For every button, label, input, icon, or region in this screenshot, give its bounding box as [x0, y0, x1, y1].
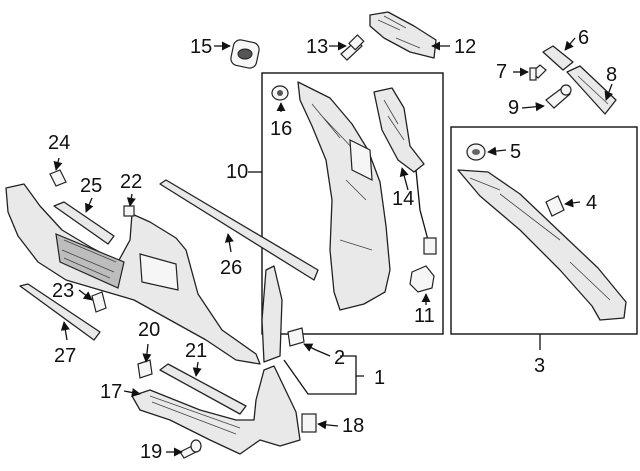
- callout-6: 6: [578, 27, 589, 49]
- callouts: 1 2 3 4 5 6 7 8 9 10 11 12 13 14 15 16 1…: [48, 27, 617, 463]
- callout-19: 19: [140, 441, 162, 463]
- callout-4: 4: [586, 192, 597, 214]
- part-20-clip: [137, 359, 153, 379]
- callout-5: 5: [510, 141, 521, 163]
- part-11-clip: [409, 265, 435, 293]
- callout-18: 18: [342, 415, 364, 437]
- group-box-3: [450, 126, 638, 335]
- callout-15: 15: [190, 36, 212, 58]
- callout-11: 11: [414, 305, 435, 327]
- part-14-seat-belt: [373, 87, 437, 255]
- part-25-trim-strip: [53, 201, 115, 245]
- part-22-clip: [123, 205, 135, 217]
- part-16-clip: [271, 85, 289, 101]
- callout-24: 24: [48, 132, 70, 154]
- part-10-pillar-trim: [297, 81, 391, 311]
- callout-7: 7: [496, 61, 507, 83]
- part-sill-pillar: [131, 265, 301, 455]
- part-9-bolt: [545, 84, 572, 109]
- callout-26: 26: [220, 257, 242, 279]
- callout-9: 9: [508, 97, 519, 119]
- callout-22: 22: [120, 171, 142, 193]
- part-21-trim-strip: [159, 363, 247, 415]
- callout-17: 17: [100, 381, 122, 403]
- callout-10: 10: [226, 161, 248, 183]
- callout-21: 21: [185, 340, 207, 362]
- callout-2: 2: [334, 347, 345, 369]
- part-19-screw: [179, 439, 202, 459]
- callout-13: 13: [306, 36, 328, 58]
- callout-8: 8: [606, 64, 617, 86]
- callout-12: 12: [454, 36, 476, 58]
- part-23-clip: [91, 291, 107, 313]
- part-3-pillar-trim: [457, 169, 627, 321]
- part-kick-panel: [5, 183, 261, 365]
- callout-27: 27: [54, 345, 76, 367]
- callout-14: 14: [392, 188, 414, 210]
- part-15-grommet: [230, 39, 260, 69]
- part-13-push-pin: [340, 34, 365, 61]
- callout-25: 25: [80, 175, 102, 197]
- part-18-clip: [301, 413, 317, 433]
- callout-23: 23: [52, 280, 74, 302]
- group-box-10: [261, 72, 444, 335]
- part-7-screw: [529, 64, 547, 81]
- part-24-clip: [49, 169, 67, 187]
- part-26-strip: [159, 179, 319, 281]
- part-12-handle-trim: [369, 11, 437, 59]
- callout-20: 20: [138, 319, 160, 341]
- callout-3: 3: [534, 355, 545, 377]
- part-8-bracket: [566, 65, 617, 115]
- leader-lines: [53, 37, 614, 457]
- callout-1: 1: [374, 367, 385, 389]
- part-4-clip: [545, 195, 565, 217]
- callout-16: 16: [270, 118, 292, 140]
- part-6-clip: [542, 45, 574, 71]
- part-2-clip: [287, 327, 305, 347]
- part-5-clip: [466, 143, 486, 161]
